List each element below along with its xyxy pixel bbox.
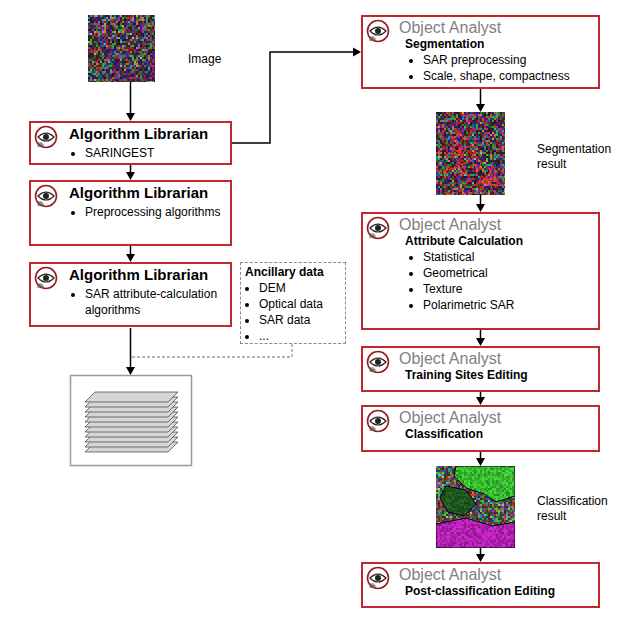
box-subtitle: Training Sites Editing bbox=[405, 368, 528, 383]
bullet-item: SAR preprocessing bbox=[423, 52, 608, 68]
connector-line bbox=[480, 548, 482, 554]
box-title: Object Analyst bbox=[399, 18, 501, 37]
layer-stack bbox=[85, 392, 178, 452]
connector-line bbox=[480, 392, 482, 397]
arrow-head bbox=[126, 254, 135, 262]
bullet-item: Optical data bbox=[259, 296, 341, 312]
connector-line bbox=[130, 165, 132, 172]
box-title: Algorithm Librarian bbox=[69, 266, 208, 284]
flow-arrow bbox=[126, 82, 135, 121]
flow-arrow bbox=[476, 548, 485, 562]
flow-arrow bbox=[232, 48, 361, 144]
bullet-item: Scale, shape, compactness bbox=[423, 68, 608, 84]
app-icon bbox=[366, 409, 390, 433]
bullet-list: SAR attribute-calculation algorithms bbox=[71, 286, 245, 318]
ancillary-leader bbox=[131, 344, 292, 357]
flow-arrow bbox=[476, 195, 485, 212]
bullet-item: Geometrical bbox=[423, 265, 608, 281]
bullet-item: SAR data bbox=[259, 312, 341, 328]
app-icon bbox=[366, 216, 390, 240]
bullet-list: Preprocessing algorithms bbox=[71, 204, 245, 220]
bullet-list: SAR preprocessingScale, shape, compactne… bbox=[409, 52, 608, 84]
connector-line bbox=[480, 89, 482, 104]
analyst-box: Object AnalystSegmentationSAR preprocess… bbox=[361, 15, 600, 89]
bullet-item: ... bbox=[259, 328, 341, 344]
arrow-head bbox=[353, 48, 361, 57]
librarian-box: Algorithm LibrarianPreprocessing algorit… bbox=[29, 180, 232, 246]
bullet-item: DEM bbox=[259, 280, 341, 296]
librarian-box: Algorithm LibrarianSAR attribute-calcula… bbox=[29, 262, 232, 327]
arrow-head bbox=[476, 338, 485, 346]
box-title: Object Analyst bbox=[399, 408, 501, 427]
connector-line bbox=[130, 82, 132, 113]
bullet-item: Polarimetric SAR bbox=[423, 297, 608, 313]
box-title: Object Analyst bbox=[399, 349, 501, 368]
connector-line bbox=[480, 195, 482, 204]
connector-line bbox=[480, 452, 482, 458]
connector-line bbox=[130, 246, 132, 254]
image-label: Classification result bbox=[537, 494, 617, 524]
arrow-head bbox=[126, 113, 135, 121]
analyst-box: Object AnalystPost-classification Editin… bbox=[361, 562, 600, 608]
flow-arrow bbox=[126, 165, 135, 180]
image-thumbnail: Classification result bbox=[436, 466, 515, 548]
image-thumbnail: Image bbox=[88, 15, 155, 82]
stack-arrow bbox=[126, 328, 135, 375]
box-subtitle: Post-classification Editing bbox=[405, 584, 555, 599]
flow-arrow bbox=[476, 452, 485, 466]
analyst-box: Object AnalystTraining Sites Editing bbox=[361, 346, 600, 392]
image-label: Segmentation result bbox=[537, 142, 617, 172]
box-title: Algorithm Librarian bbox=[69, 125, 208, 143]
ancillary-box: Ancillary dataDEMOptical dataSAR data... bbox=[240, 262, 346, 344]
box-title: Algorithm Librarian bbox=[69, 184, 208, 202]
librarian-box: Algorithm LibrarianSARINGEST bbox=[29, 121, 232, 165]
app-icon bbox=[366, 566, 390, 590]
raster-image bbox=[88, 15, 155, 82]
arrow-head bbox=[126, 172, 135, 180]
app-icon bbox=[366, 350, 390, 374]
flow-arrow bbox=[476, 392, 485, 405]
bullet-list: DEMOptical dataSAR data... bbox=[245, 280, 341, 344]
raster-image bbox=[436, 112, 505, 195]
box-title: Ancillary data bbox=[245, 265, 341, 280]
app-icon bbox=[34, 266, 58, 290]
bullet-item: Preprocessing algorithms bbox=[85, 204, 245, 220]
raster-image bbox=[436, 466, 515, 548]
box-subtitle: Classification bbox=[405, 427, 483, 442]
box-subtitle: Segmentation bbox=[405, 37, 484, 52]
box-subtitle: Attribute Calculation bbox=[405, 234, 523, 249]
bullet-list: SARINGEST bbox=[71, 145, 245, 161]
box-title: Object Analyst bbox=[399, 215, 501, 234]
arrow-head bbox=[476, 554, 485, 562]
flow-arrow bbox=[126, 246, 135, 262]
box-title: Object Analyst bbox=[399, 565, 501, 584]
arrow-head bbox=[476, 458, 485, 466]
app-icon bbox=[366, 19, 390, 43]
bullet-item: Statistical bbox=[423, 249, 608, 265]
bullet-list: StatisticalGeometricalTexturePolarimetri… bbox=[409, 249, 608, 313]
app-icon bbox=[34, 184, 58, 208]
bullet-item: Texture bbox=[423, 281, 608, 297]
app-icon bbox=[34, 125, 58, 149]
arrow-head bbox=[476, 397, 485, 405]
arrow-head bbox=[476, 204, 485, 212]
arrow-head bbox=[476, 104, 485, 112]
image-label: Image bbox=[188, 52, 268, 67]
stack-frame bbox=[71, 376, 192, 466]
analyst-box: Object AnalystAttribute CalculationStati… bbox=[361, 212, 600, 330]
bullet-item: SARINGEST bbox=[85, 145, 245, 161]
analyst-box: Object AnalystClassification bbox=[361, 405, 600, 452]
bullet-item: SAR attribute-calculation algorithms bbox=[85, 286, 245, 318]
connector-line bbox=[480, 330, 482, 338]
flow-arrow bbox=[476, 330, 485, 346]
connector-line bbox=[232, 52, 353, 143]
image-thumbnail: Segmentation result bbox=[436, 112, 505, 195]
flow-arrow bbox=[476, 89, 485, 112]
